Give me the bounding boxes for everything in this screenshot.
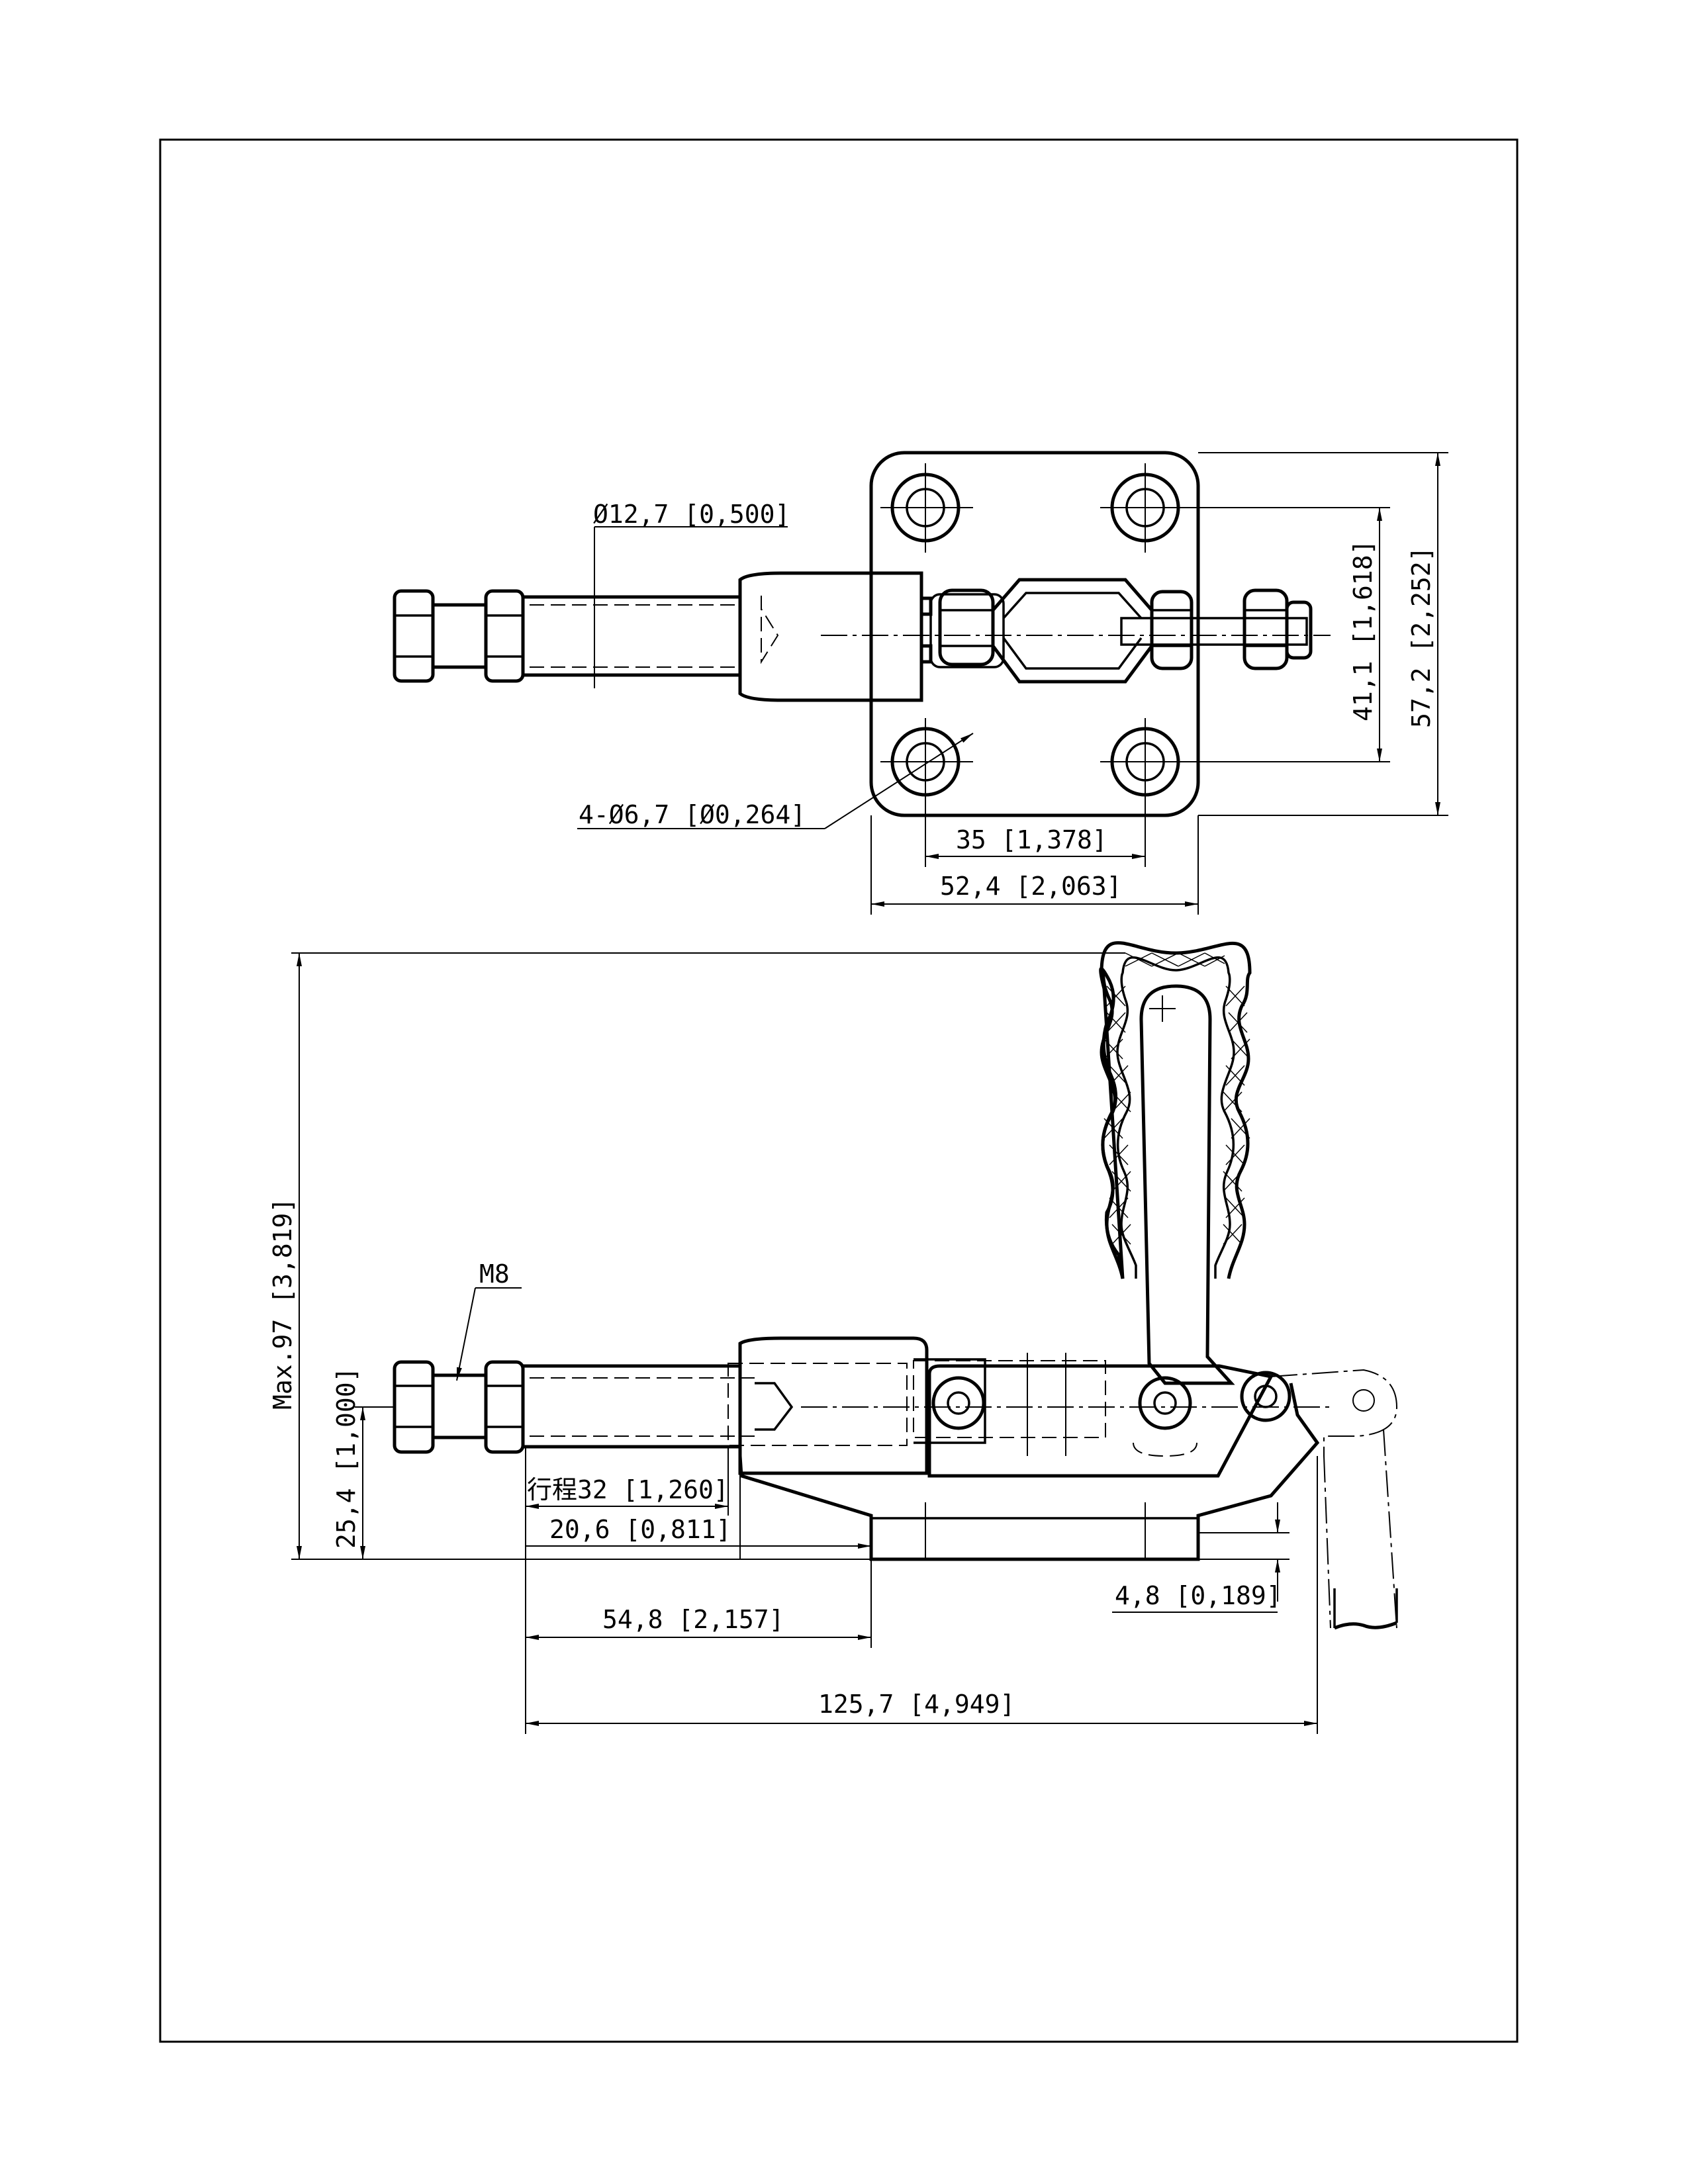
dim-shaft-diameter: Ø12,7 [0,500] <box>593 500 790 688</box>
base-side <box>738 1383 1320 1561</box>
handle-lever <box>1139 984 1235 1385</box>
dim-base-thickness: 4,8 [0,189] <box>1112 1502 1289 1613</box>
plunger-top <box>523 595 779 677</box>
linkage-top <box>821 578 1331 684</box>
handle-grip <box>1099 941 1252 1279</box>
body-housing-side <box>738 1336 929 1475</box>
dim-to-base: 54,8 [2,157] <box>526 1559 872 1648</box>
side-view: M8 Max.97 [3,819] 25,4 [1,000] 行程32 [1,2… <box>268 941 1398 1734</box>
plunger-offset-label: 20,6 [0,811] <box>549 1515 731 1544</box>
overall-length-label: 125,7 [4,949] <box>818 1690 1015 1719</box>
hole-spacing-x-label: 35 [1,378] <box>956 825 1107 854</box>
dim-max-height: Max.97 [3,819] <box>268 952 1125 1560</box>
to-base-label: 54,8 [2,157] <box>602 1605 784 1634</box>
handle-open-phantom <box>1270 1369 1398 1630</box>
link-arm-side <box>927 1364 1274 1478</box>
max-height-label: Max.97 [3,819] <box>268 1198 297 1410</box>
body-housing-top <box>738 571 923 702</box>
dim-stroke: 行程32 [1,260] <box>525 1447 729 1648</box>
shaft-diameter-label: Ø12,7 [0,500] <box>593 500 790 529</box>
nuts-top <box>393 589 525 683</box>
dim-base-length: 57,2 [2,252] <box>1198 452 1448 816</box>
hole-spacing-y-label: 41,1 [1,618] <box>1348 539 1378 721</box>
dim-plunger-offset: 20,6 [0,811] <box>526 1456 871 1559</box>
center-height-label: 25,4 [1,000] <box>332 1367 361 1549</box>
base-width-label: 52,4 [2,063] <box>940 872 1122 901</box>
dim-hole-spacing-y: 41,1 [1,618] <box>1145 507 1390 762</box>
top-view: Ø12,7 [0,500] 4-Ø6,7 [Ø0,264] 35 [1,378]… <box>393 451 1448 915</box>
dim-thread: M8 <box>456 1259 522 1381</box>
base-length-label: 57,2 [2,252] <box>1407 546 1436 728</box>
nuts-side <box>393 1360 525 1454</box>
base-plate-top <box>869 451 1200 817</box>
dim-hole-spacing-x: 35 [1,378] <box>925 762 1146 867</box>
dim-center-height: 25,4 [1,000] <box>332 1367 395 1559</box>
base-thickness-label: 4,8 [0,189] <box>1115 1581 1282 1610</box>
mount-holes-label: 4-Ø6,7 [Ø0,264] <box>579 800 806 829</box>
dim-overall-length: 125,7 [4,949] <box>525 1456 1318 1734</box>
dim-mount-holes: 4-Ø6,7 [Ø0,264] <box>577 733 974 829</box>
dim-base-width: 52,4 [2,063] <box>870 815 1199 915</box>
stroke-label: 行程32 [1,260] <box>527 1475 729 1504</box>
thread-label: M8 <box>479 1259 510 1289</box>
pivots-side <box>931 1371 1291 1457</box>
sheet-border <box>159 138 1519 2043</box>
